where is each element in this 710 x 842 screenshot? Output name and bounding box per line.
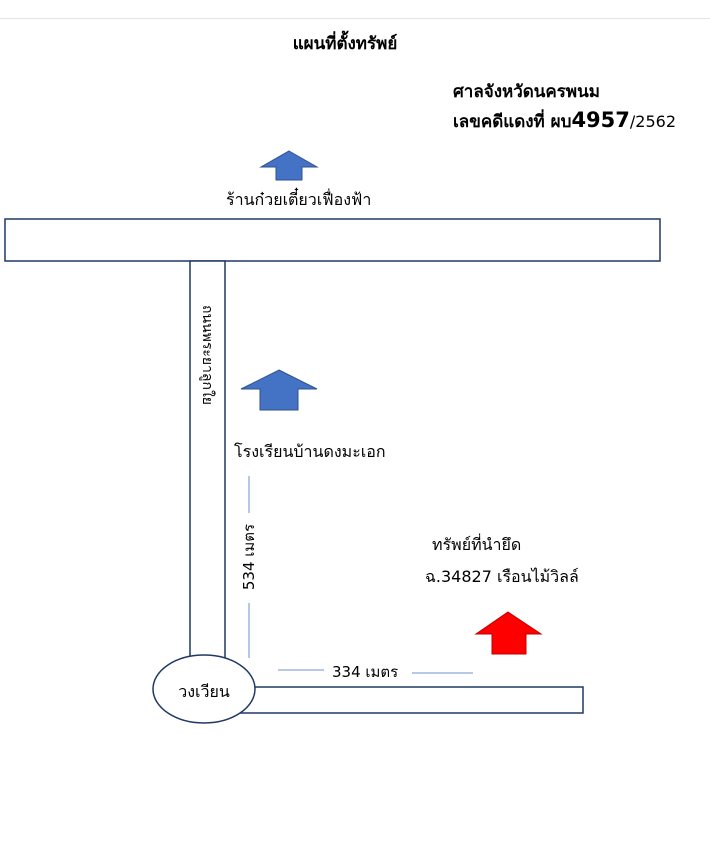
property-arrow-icon — [474, 611, 543, 655]
bottom-road — [231, 686, 584, 714]
horizontal-distance-label: 334 เมตร — [332, 663, 399, 681]
case-number-value: 4957 — [571, 108, 630, 132]
vertical-distance-label: 534 เมตร — [240, 524, 258, 590]
case-number: เลขคดีแดงที่ ผบ4957/2562 — [453, 108, 676, 135]
vertical-road — [189, 260, 226, 662]
case-year: /2562 — [629, 112, 676, 131]
roundabout-label: วงเวียน — [178, 682, 230, 701]
top-road — [4, 218, 661, 262]
roundabout — [152, 654, 256, 724]
north-arrow-icon — [259, 150, 319, 181]
top-divider — [0, 18, 710, 19]
case-prefix: เลขคดีแดงที่ ผบ — [453, 112, 572, 132]
property-label-line1: ทรัพย์ที่นำยึด — [432, 535, 522, 554]
shop-label: ร้านก๋วยเตี๋ยวเฟื่องฟ้า — [226, 190, 372, 209]
property-label-line2: ฉ.34827 เรือนไม้วิลล์ — [425, 567, 579, 586]
court-name: ศาลจังหวัดนครพนม — [453, 82, 600, 102]
map-title: แผนที่ตั้งทรัพย์ — [292, 34, 398, 54]
school-arrow-icon — [240, 369, 318, 411]
road-name: ถนนพระยาลูกใย — [199, 305, 216, 405]
school-label: โรงเรียนบ้านดงมะเอก — [234, 442, 386, 461]
